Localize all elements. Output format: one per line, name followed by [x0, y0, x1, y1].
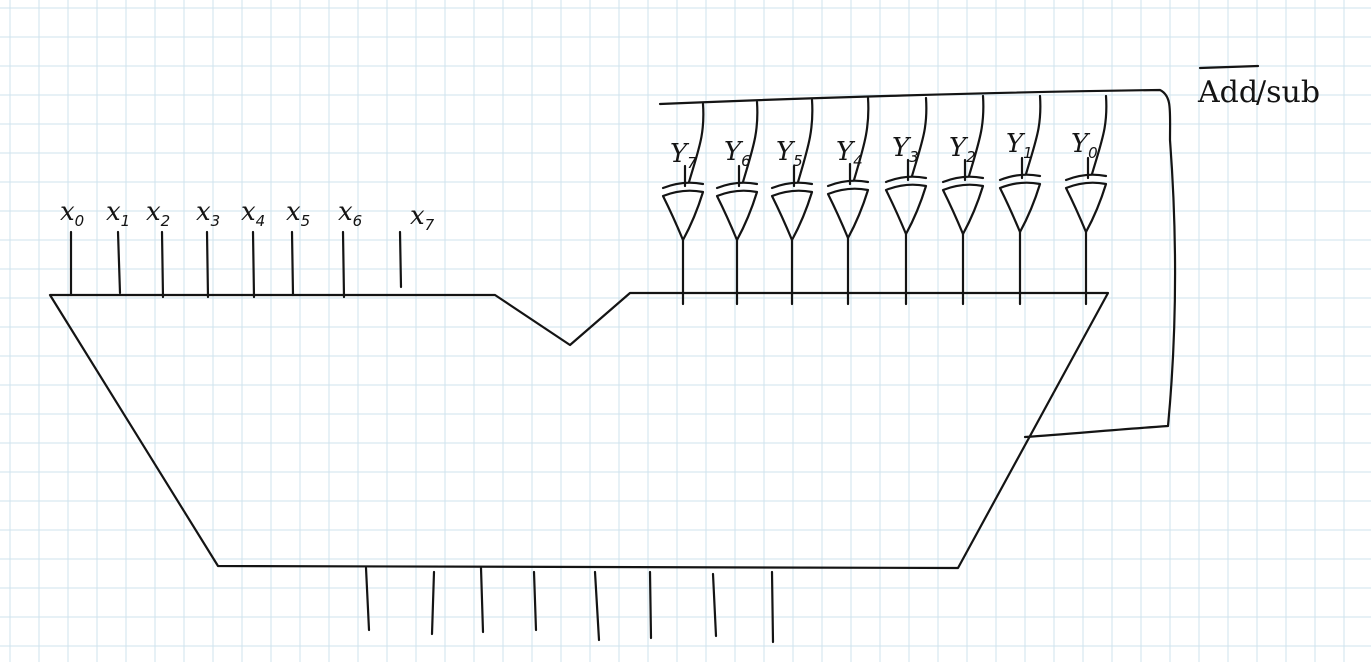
output-wire-0: [770, 570, 775, 644]
xor-gate-0: [1064, 181, 1108, 234]
xor-gate-6: [715, 189, 759, 242]
xor-back-curve-6: [715, 181, 759, 190]
x-wire-7: [398, 230, 403, 289]
x-wire-3: [205, 230, 210, 299]
xor-control-tap-2: [967, 94, 985, 178]
y-label-1: Y1: [1006, 129, 1033, 162]
sum-output-wires: [364, 566, 775, 644]
xor-gate-4: [826, 187, 870, 240]
add-text: Add: [1197, 75, 1258, 110]
control-line: [658, 88, 1177, 439]
x-label-3: x3: [196, 197, 220, 230]
xor-gate-2: [941, 183, 985, 236]
x-label-0: x0: [60, 197, 84, 230]
xor-back-curve-3: [884, 175, 928, 184]
x-label-5: x5: [286, 197, 310, 230]
xor-back-curve-7: [661, 181, 705, 190]
xor-gate-7: [661, 189, 705, 242]
sub-text: /sub: [1256, 75, 1320, 110]
y-label-5: Y5: [776, 137, 803, 170]
add-overbar: [1198, 64, 1260, 70]
y-input-xor-gates: [661, 94, 1108, 306]
output-wire-1: [711, 572, 718, 638]
x-wire-1: [116, 230, 122, 295]
xor-gate-1: [998, 181, 1042, 234]
xor-back-curve-2: [941, 175, 985, 184]
xor-control-tap-3: [910, 96, 928, 178]
xor-back-curve-1: [998, 173, 1042, 182]
add-sub-control-label: Add /sub: [1197, 64, 1320, 110]
x-wire-5: [290, 230, 295, 297]
x-label-7: x7: [410, 201, 435, 234]
xor-back-curve-4: [826, 179, 870, 188]
output-wire-2: [648, 570, 653, 640]
output-wire-7: [364, 566, 371, 632]
y-label-7: Y7: [670, 139, 697, 172]
x-label-6: x6: [338, 197, 362, 230]
y-label-0: Y0: [1071, 129, 1098, 162]
y-label-3: Y3: [892, 133, 919, 166]
x-label-2: x2: [146, 197, 170, 230]
xor-control-tap-7: [687, 102, 705, 184]
y-label-6: Y6: [724, 137, 751, 170]
xor-back-curve-5: [770, 181, 814, 190]
output-wire-6: [430, 570, 436, 636]
x-wire-2: [160, 230, 165, 299]
xor-control-tap-0: [1090, 94, 1108, 176]
x-wire-6: [341, 230, 346, 299]
xor-control-tap-6: [741, 100, 759, 184]
x-input-wires: [69, 230, 403, 299]
output-wire-4: [532, 570, 538, 632]
xor-control-tap-5: [796, 98, 814, 184]
xor-gate-5: [770, 189, 814, 242]
y-label-4: Y4: [836, 137, 863, 170]
y-input-labels: Y7 Y6 Y5 Y4 Y3 Y2 Y1 Y0: [670, 129, 1098, 172]
xor-gate-3: [884, 183, 928, 236]
alu-body-outline: [48, 291, 1110, 570]
x-input-labels: x0 x1 x2 x3 x4 x5 x6 x7: [60, 197, 435, 234]
xor-back-curve-0: [1064, 173, 1108, 182]
x-label-4: x4: [241, 197, 265, 230]
output-wire-3: [593, 570, 601, 642]
output-wire-5: [479, 566, 485, 634]
xor-control-tap-1: [1024, 94, 1042, 176]
x-wire-4: [251, 230, 256, 299]
x-label-1: x1: [106, 197, 130, 230]
xor-control-tap-4: [852, 96, 870, 182]
y-label-2: Y2: [949, 133, 976, 166]
